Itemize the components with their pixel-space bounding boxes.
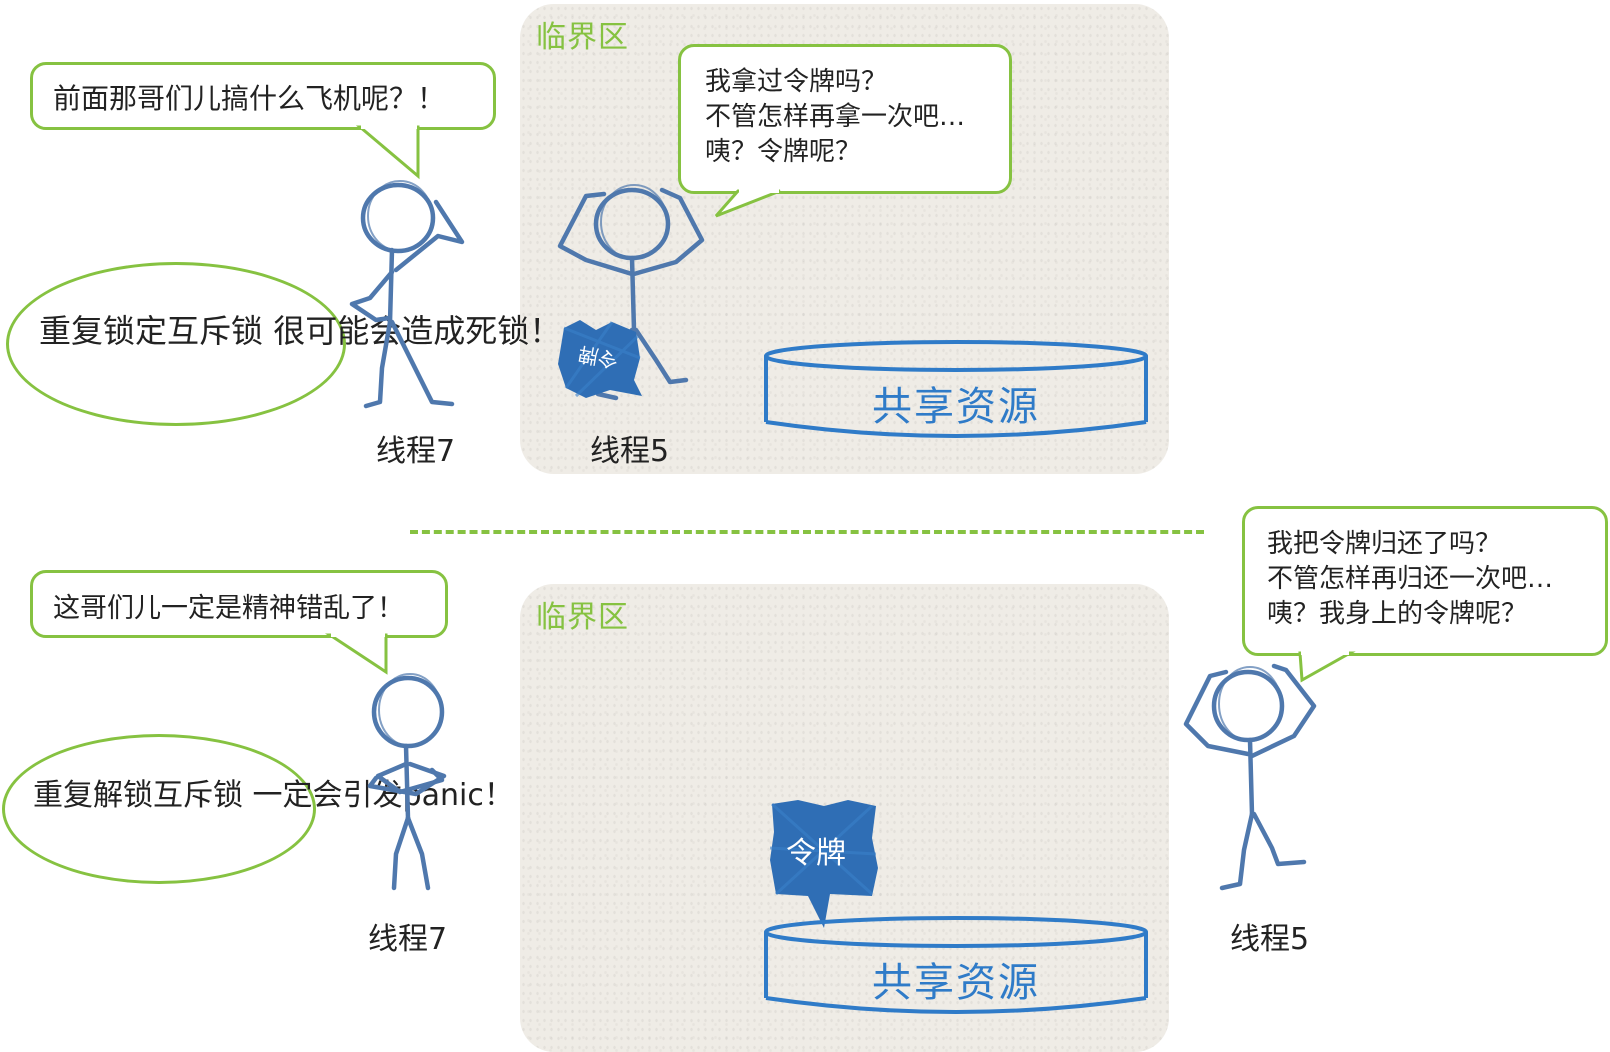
speech-bubble-tail [325, 633, 388, 675]
thread5-label-top: 线程5 [590, 434, 670, 469]
speech-line: 咦？令牌呢？ [705, 137, 862, 167]
speech-bubble-thread5-bottom: 我把令牌归还了吗？ 不管怎样再归还一次吧… 咦？我身上的令牌呢？ [1242, 506, 1608, 656]
thread7-label-top: 线程7 [376, 434, 456, 469]
stick-figure-thread5-top [557, 184, 705, 401]
speech-bubble-tail [1298, 651, 1356, 683]
panel-divider [410, 530, 1204, 534]
speech-bubble-thread7-top: 前面那哥们儿搞什么飞机呢？！ [30, 62, 496, 130]
token-scribble-top [558, 320, 642, 398]
thread7-label-bottom: 线程7 [368, 922, 448, 957]
speech-line: 咦？我身上的令牌呢？ [1267, 599, 1528, 629]
stick-figure-thread7-top [349, 180, 465, 409]
speech-bubble-thread5-top: 我拿过令牌吗？ 不管怎样再拿一次吧… 咦？令牌呢？ [678, 44, 1012, 194]
stick-figure-thread5-bottom [1183, 663, 1317, 891]
note-line: 重复解锁互斥锁 [33, 778, 243, 813]
thread5-label-bottom: 线程5 [1230, 922, 1310, 957]
token-label-bottom: 令牌 [786, 836, 846, 871]
note-line: 重复锁定互斥锁 [39, 312, 264, 350]
shared-resource-top: 共享资源 [764, 340, 1148, 438]
speech-line: 不管怎样再拿一次吧… [705, 102, 966, 132]
speech-text: 这哥们儿一定是精神错乱了！ [53, 593, 404, 624]
speech-line: 我把令牌归还了吗？ [1267, 529, 1502, 559]
stick-figure-thread7-bottom [367, 673, 447, 891]
speech-line: 不管怎样再归还一次吧… [1267, 564, 1554, 594]
speech-line: 我拿过令牌吗？ [705, 67, 888, 97]
note-oval-top: 重复锁定互斥锁 很可能会造成死锁！ [6, 262, 561, 426]
critical-section-title: 临界区 [536, 20, 629, 55]
shared-resource-label: 共享资源 [872, 960, 1040, 1006]
shared-resource-label: 共享资源 [872, 384, 1040, 430]
critical-section-bottom: 临界区 [520, 584, 1169, 1052]
speech-text: 前面那哥们儿搞什么飞机呢？！ [53, 82, 446, 115]
note-line: 一定会引发panic！ [252, 778, 514, 813]
critical-section-title: 临界区 [536, 600, 629, 635]
note-line: 很可能会造成死锁！ [273, 312, 562, 350]
token-scribble-bottom [769, 800, 878, 928]
speech-bubble-tail [355, 125, 420, 180]
speech-bubble-tail [714, 189, 781, 218]
speech-bubble-thread7-bottom: 这哥们儿一定是精神错乱了！ [30, 570, 448, 638]
shared-resource-bottom: 共享资源 [764, 916, 1148, 1014]
note-oval-bottom: 重复解锁互斥锁 一定会引发panic！ [2, 734, 514, 884]
